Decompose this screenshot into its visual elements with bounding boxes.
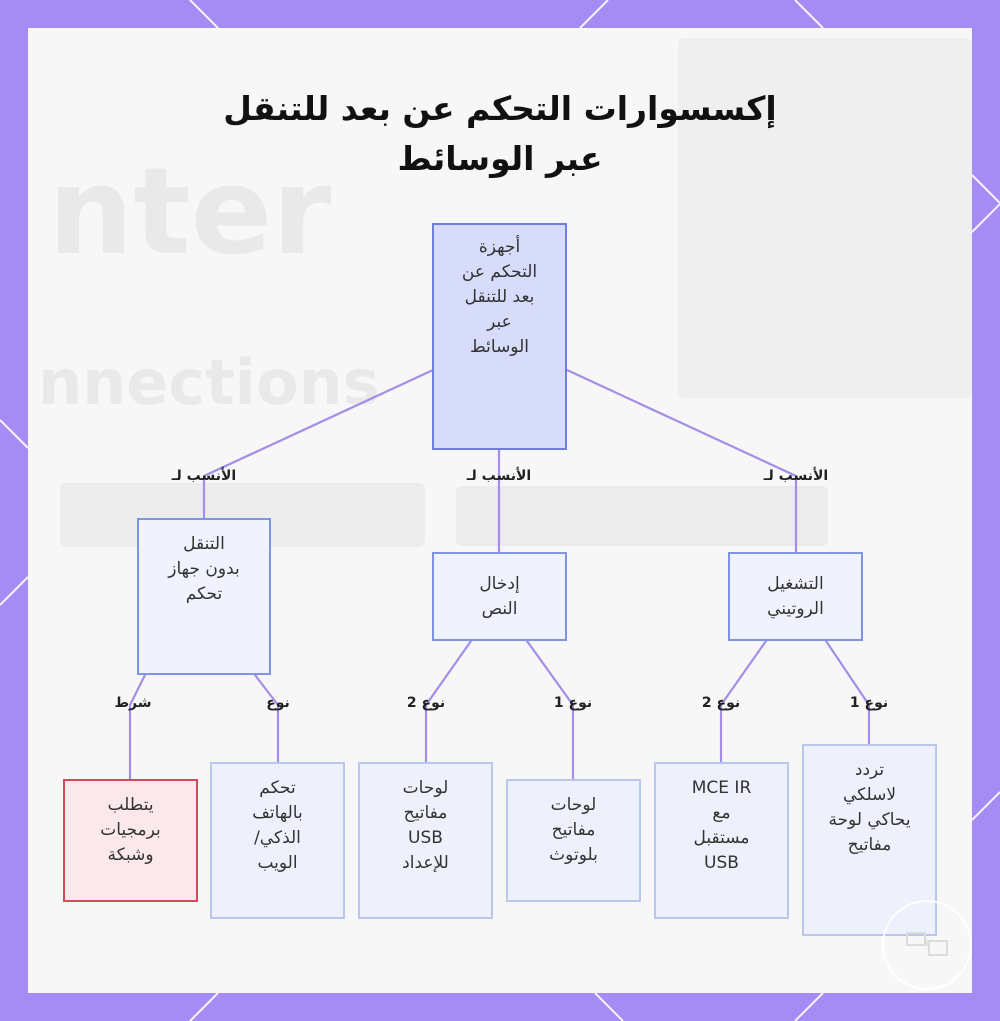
node-leaf-requires-software[interactable]: يتطلب برمجيات وشبكة <box>63 779 198 902</box>
node-middle[interactable]: إدخال النص <box>432 552 567 641</box>
node-leaf6-label: تردد لاسلكي يحاكي لوحة مفاتيح <box>828 760 911 855</box>
title-line-2: عبر الوسائط <box>397 139 603 178</box>
node-root[interactable]: أجهزة التحكم عن بعد للتنقل عبر الوسائط <box>432 223 567 450</box>
node-leaf5-label: MCE IR مع مستقبل USB <box>691 778 752 873</box>
node-leaf3-label: لوحات مفاتيح USB للإعداد <box>402 778 449 873</box>
node-leaf4-label: لوحات مفاتيح بلوتوث <box>549 795 598 865</box>
watermark-icon <box>882 900 972 990</box>
edge-label-right-leaf5: نوع 2 <box>701 695 741 711</box>
node-leaf1-label: يتطلب برمجيات وشبكة <box>100 795 161 865</box>
edge-root-left <box>202 368 435 521</box>
edge-label-root-middle: الأنسب لـ <box>466 468 532 484</box>
node-right[interactable]: التشغيل الروتيني <box>728 552 863 641</box>
watermark-glyph-icon <box>906 932 948 956</box>
background-text-connections: nnections <box>38 346 380 419</box>
node-leaf-usb-keyboards[interactable]: لوحات مفاتيح USB للإعداد <box>358 762 493 919</box>
node-leaf-mce-ir[interactable]: MCE IR مع مستقبل USB <box>654 762 789 919</box>
edge-middle-leaf4 <box>525 639 575 782</box>
edge-label-root-right: الأنسب لـ <box>763 468 829 484</box>
edge-label-left-leaf1: شرط <box>114 695 152 711</box>
edge-root-right <box>565 368 798 555</box>
edge-left-leaf1 <box>128 673 147 782</box>
node-root-label: أجهزة التحكم عن بعد للتنقل عبر الوسائط <box>461 237 538 357</box>
edge-middle-leaf3 <box>424 639 473 765</box>
background-text-center: nter <box>48 143 332 282</box>
edge-right-leaf5 <box>719 639 768 765</box>
node-leaf2-label: تحكم بالهاتف الذكي/ الويب <box>252 778 303 873</box>
title-line-1: إكسسوارات التحكم عن بعد للتنقل <box>223 89 777 128</box>
node-leaf-smartphone-control[interactable]: تحكم بالهاتف الذكي/ الويب <box>210 762 345 919</box>
node-left-label: التنقل بدون جهاز تحكم <box>168 534 240 604</box>
edge-right-leaf6 <box>824 639 871 747</box>
background-bar-right <box>456 486 828 546</box>
background-block-top-right <box>678 38 972 398</box>
edge-label-middle-leaf3: نوع 2 <box>406 695 446 711</box>
diagram-title: إكسسوارات التحكم عن بعد للتنقل عبر الوسا… <box>0 84 1000 184</box>
edge-label-left-leaf2: نوع <box>266 695 290 711</box>
edge-left-leaf2 <box>253 673 280 765</box>
node-right-label: التشغيل الروتيني <box>767 573 824 619</box>
node-leaf-bluetooth-keyboards[interactable]: لوحات مفاتيح بلوتوث <box>506 779 641 902</box>
node-left[interactable]: التنقل بدون جهاز تحكم <box>137 518 271 675</box>
edge-label-right-leaf6: نوع 1 <box>849 695 889 711</box>
edge-label-root-left: الأنسب لـ <box>171 468 237 484</box>
node-middle-label: إدخال النص <box>479 573 520 619</box>
edge-label-middle-leaf4: نوع 1 <box>553 695 593 711</box>
